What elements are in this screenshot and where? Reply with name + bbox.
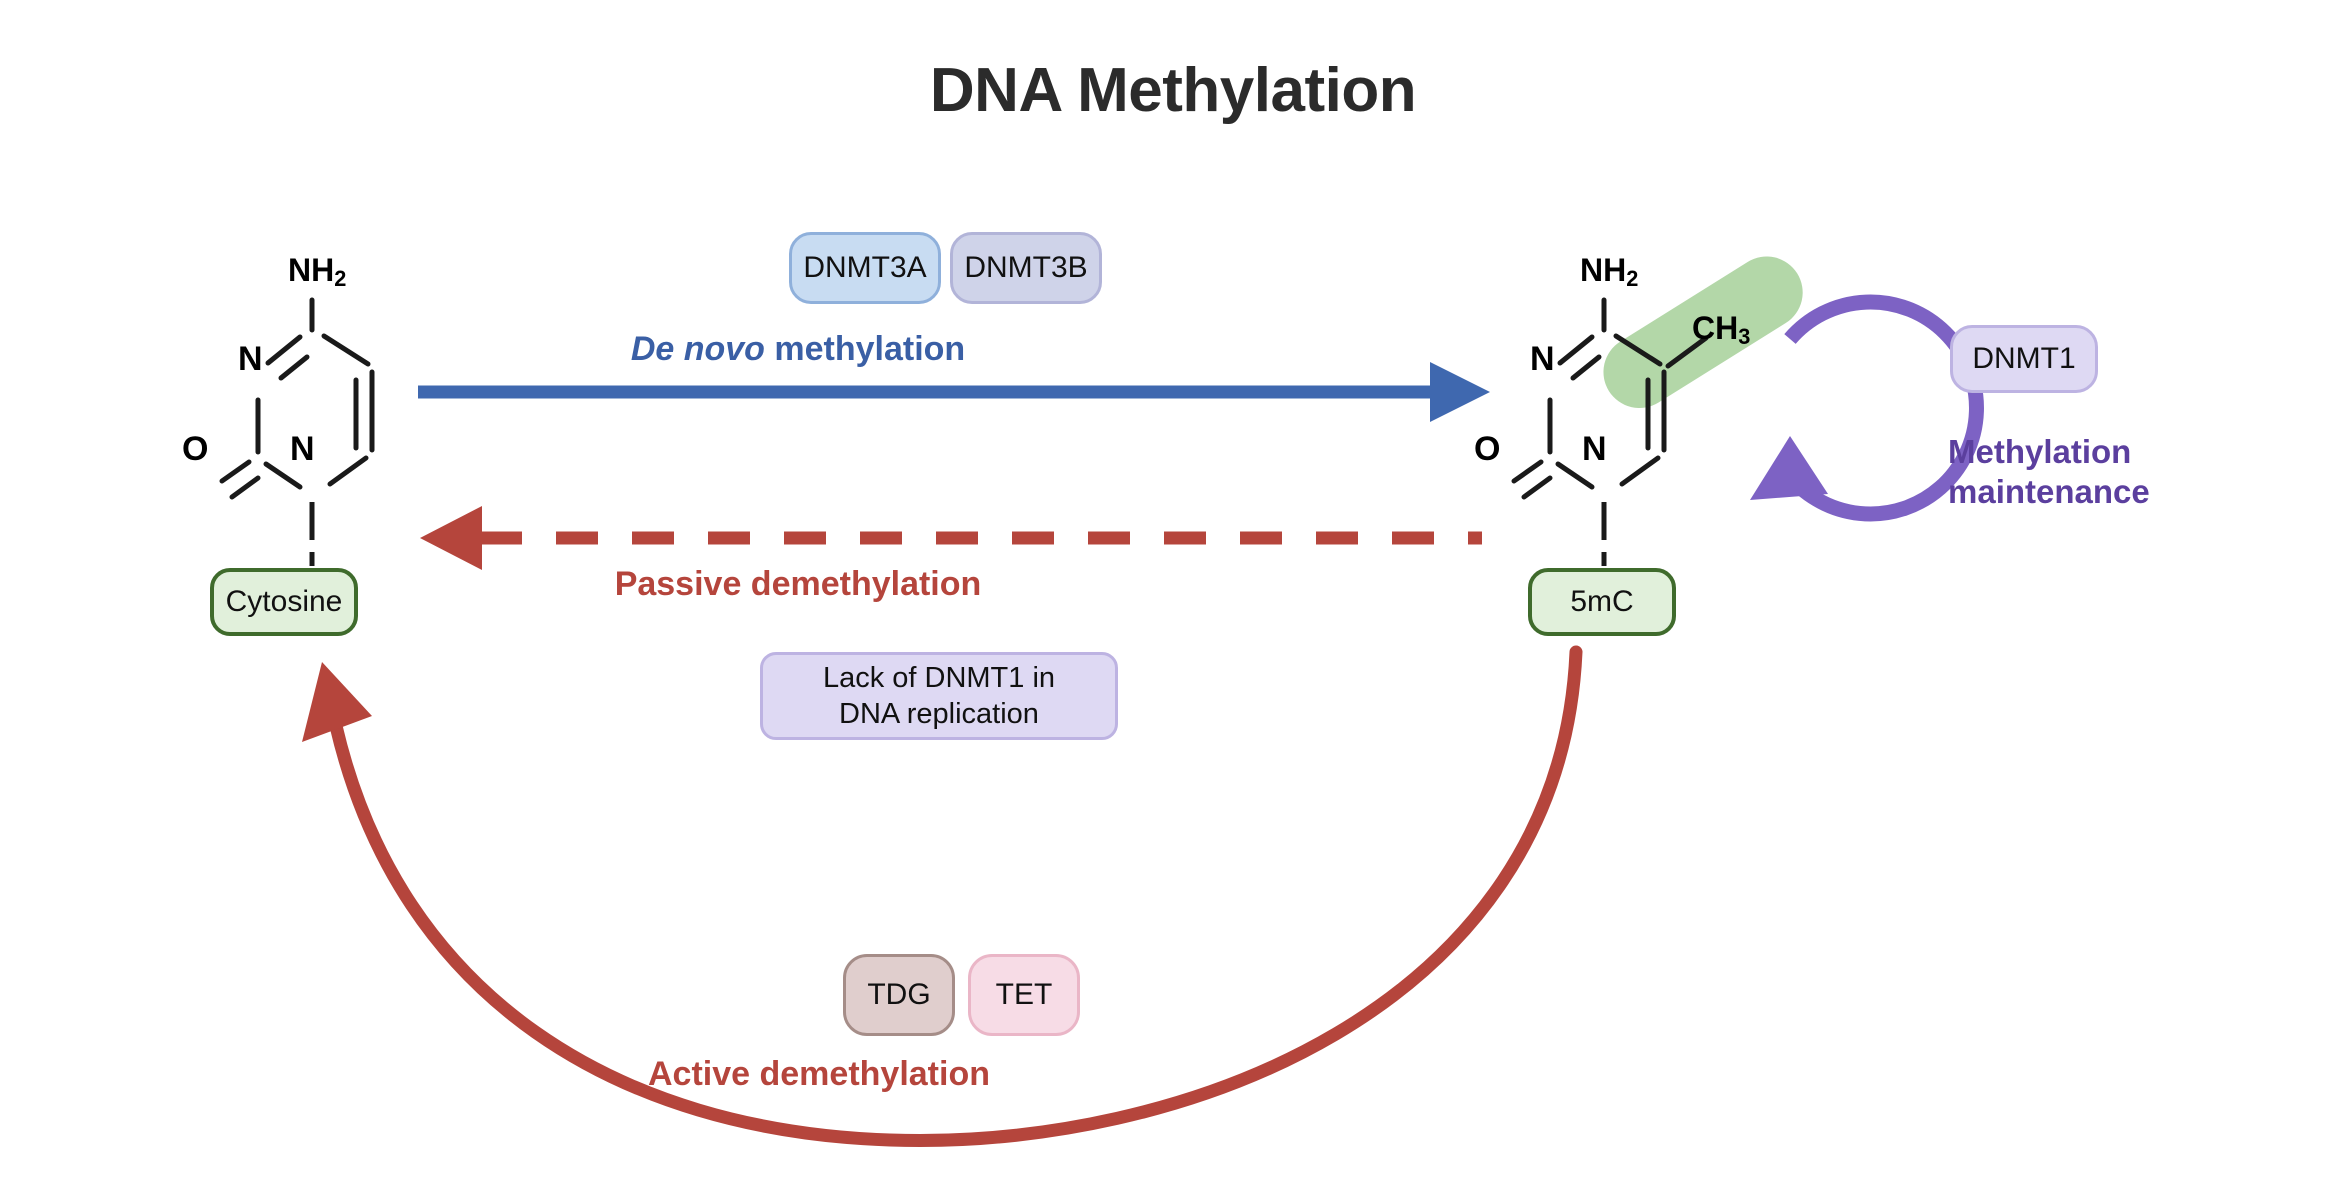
caption-maintenance-line-2: maintenance [1948,473,2150,511]
caption-active-demethylation: Active demethylation [648,1055,990,1093]
enzyme-box-dnmt3b[interactable]: DNMT3B [950,232,1102,304]
enzyme-label-tdg: TDG [867,978,931,1012]
enzyme-label-dnmt3b: DNMT3B [964,251,1088,285]
cytosine-label-text: Cytosine [225,585,343,619]
methylcytosine-n3-label: N [1530,340,1555,378]
enzyme-box-dnmt3a[interactable]: DNMT3A [789,232,941,304]
methylcytosine-carbonyl-oxygen-label: O [1474,430,1501,468]
note-line-1: Lack of DNMT1 in [822,661,1056,694]
cytosine-label-box[interactable]: Cytosine [210,568,358,636]
cytosine-n3-label: N [238,340,263,378]
cytosine-n1-label: N [290,430,315,468]
methylcytosine-n1-label: N [1582,430,1607,468]
caption-de-novo-methylation: De novo methylation [0,330,1596,369]
enzyme-label-tet: TET [995,978,1053,1012]
caption-de-novo-rest: methylation [764,330,966,368]
enzyme-label-dnmt1: DNMT1 [1972,342,2076,376]
note-line-2: DNA replication [839,698,1039,730]
methylcytosine-label-box[interactable]: 5mC [1528,568,1676,636]
page-title: DNA Methylation [929,56,1417,125]
methylcytosine-amine-label: NH2 [1580,252,1639,291]
cytosine-amine-label: NH2 [288,252,347,291]
methylation-maintenance-arrow [1750,294,1984,522]
caption-passive-demethylation: Passive demethylation [614,565,982,603]
enzyme-box-dnmt1[interactable]: DNMT1 [1950,325,2098,393]
methylcytosine-label-text: 5mC [1570,585,1634,619]
caption-de-novo-italic: De novo [630,330,765,368]
enzyme-label-dnmt3a: DNMT3A [803,251,927,285]
caption-methylation-maintenance: Methylation maintenance [1948,432,2238,513]
caption-maintenance-line-1: Methylation [1948,433,2132,470]
enzyme-box-tdg[interactable]: TDG [843,954,955,1036]
note-text: Lack of DNMT1 in DNA replication [823,660,1055,733]
note-box-lack-of-dnmt1[interactable]: Lack of DNMT1 in DNA replication [760,652,1118,740]
de-novo-methylation-arrow [418,362,1490,422]
methyl-group-label: CH3 [1692,310,1751,349]
cytosine-carbonyl-oxygen-label: O [182,430,209,468]
enzyme-box-tet[interactable]: TET [968,954,1080,1036]
passive-demethylation-arrow [420,506,1482,570]
